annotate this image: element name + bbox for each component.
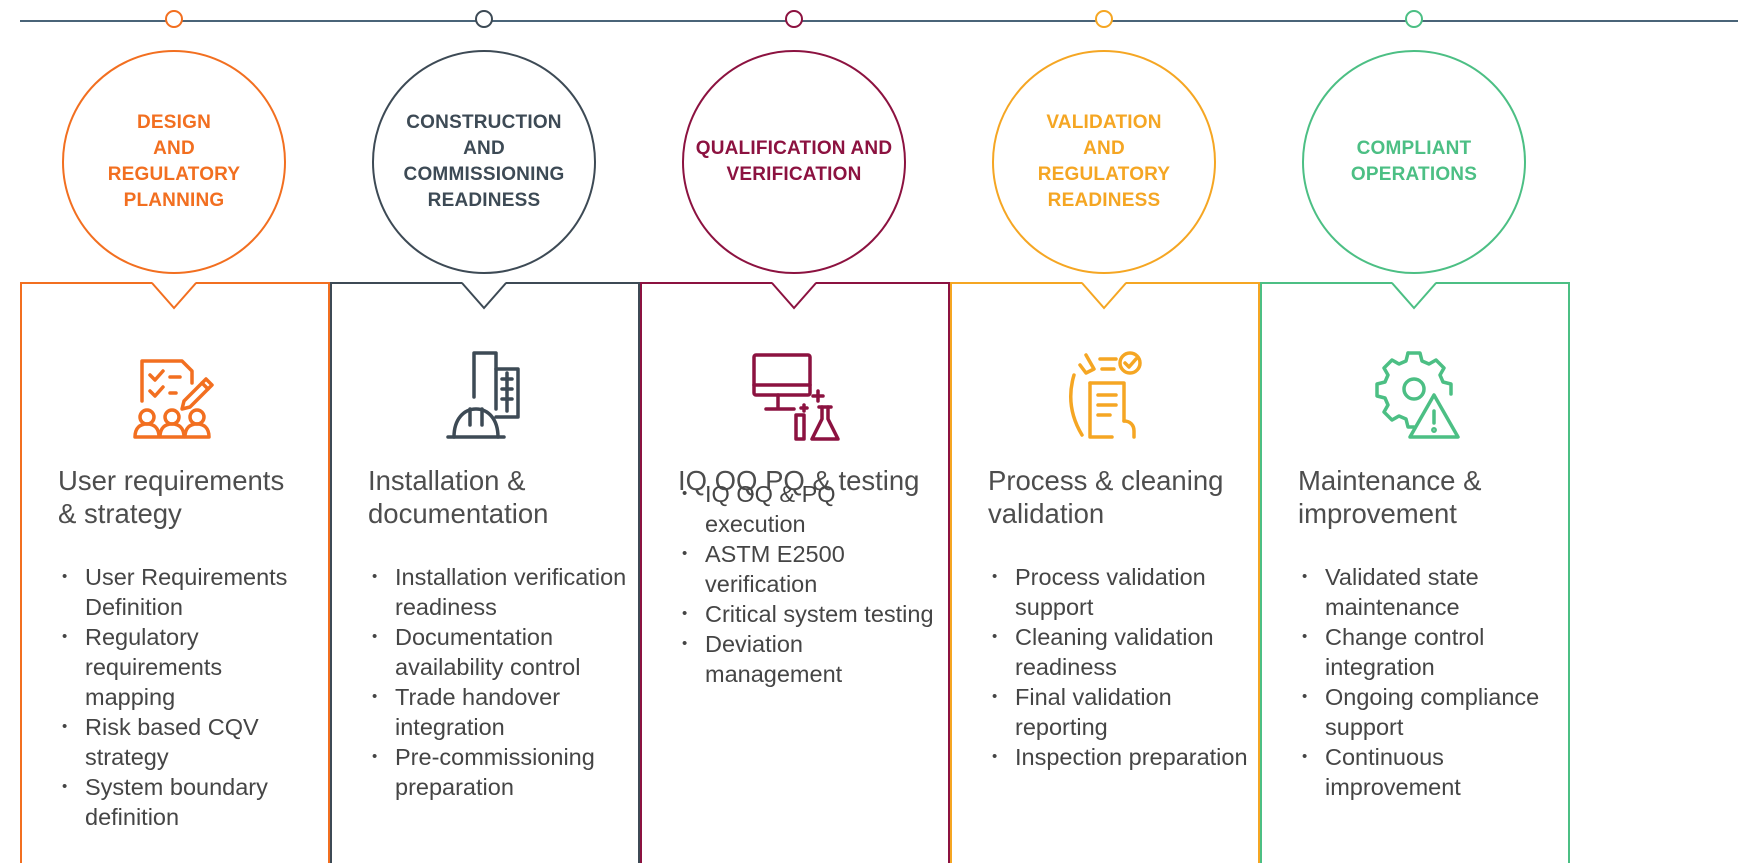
phase-card: User requirements & strategyUser Require… xyxy=(20,282,330,863)
card-heading: Process & cleaning validation xyxy=(988,465,1224,529)
bullet-item: Risk based CQV strategy xyxy=(58,712,318,772)
bullet-item: Continuous improvement xyxy=(1298,742,1558,802)
phase-circle: Qualification andVerification xyxy=(682,50,906,274)
construction-building-icon xyxy=(332,339,638,449)
timeline-node xyxy=(785,10,803,28)
timeline-line xyxy=(20,20,1738,22)
card-bullet-list: Process validation supportCleaning valid… xyxy=(988,562,1248,772)
card-bullet-list: IQ OQ & PQ executionASTM E2500 verificat… xyxy=(678,479,938,689)
bullet-item: Critical system testing xyxy=(678,599,938,629)
phase-title: Construction andCommissioningReadiness xyxy=(404,110,565,214)
phase-circle: CompliantOperations xyxy=(1302,50,1526,274)
bullet-item: System boundary definition xyxy=(58,772,318,832)
bullet-item: Inspection preparation xyxy=(988,742,1248,772)
phase-title-line: Regulatory xyxy=(1037,164,1171,185)
bullet-item: IQ OQ & PQ execution xyxy=(678,479,938,539)
phase-title-line: and xyxy=(463,138,505,159)
phase-title-line: Regulatory xyxy=(107,164,241,185)
phase-card: Process & cleaning validationProcess val… xyxy=(950,282,1260,863)
bullet-item: User Requirements Definition xyxy=(58,562,318,622)
phase-circle: Construction andCommissioningReadiness xyxy=(372,50,596,274)
document-check-hand-icon xyxy=(952,339,1258,449)
checklist-team-icon xyxy=(22,339,328,449)
phase-title: Design andRegulatoryPlanning xyxy=(108,110,241,214)
card-bullet-list: User Requirements DefinitionRegulatory r… xyxy=(58,562,318,832)
bullet-item: Cleaning validation readiness xyxy=(988,622,1248,682)
phase-title-line: Operations xyxy=(1350,164,1478,185)
bullet-item: Change control integration xyxy=(1298,622,1558,682)
phase-title-line: Verification xyxy=(726,164,862,185)
bullet-item: Ongoing compliance support xyxy=(1298,682,1558,742)
timeline-node xyxy=(475,10,493,28)
card-pointer xyxy=(461,282,507,310)
bullet-item: ASTM E2500 verification xyxy=(678,539,938,599)
timeline-node xyxy=(1405,10,1423,28)
card-pointer xyxy=(151,282,197,310)
bullet-item: Documentation availability control xyxy=(368,622,628,682)
bullet-item: Pre-commissioning preparation xyxy=(368,742,628,802)
phase-card: IQ OQ PQ & testingIQ OQ & PQ executionAS… xyxy=(640,282,950,863)
card-pointer xyxy=(771,282,817,310)
card-bullet-list: Validated state maintenanceChange contro… xyxy=(1298,562,1558,802)
bullet-item: Final validation reporting xyxy=(988,682,1248,742)
phase-title-line: and xyxy=(153,138,195,159)
bullet-item: Installation verification readiness xyxy=(368,562,628,622)
bullet-item: Regulatory requirements mapping xyxy=(58,622,318,712)
phase-title-line: Construction xyxy=(406,112,562,133)
gear-warning-icon xyxy=(1262,339,1568,449)
phase-card: Maintenance & improvementValidated state… xyxy=(1260,282,1570,863)
bullet-item: Process validation support xyxy=(988,562,1248,622)
timeline-node xyxy=(1095,10,1113,28)
phase-card: Installation & documentationInstallation… xyxy=(330,282,640,863)
phase-circle: Validation andRegulatoryReadiness xyxy=(992,50,1216,274)
timeline-node xyxy=(165,10,183,28)
phase-title: CompliantOperations xyxy=(1351,136,1477,188)
card-heading: Installation & documentation xyxy=(368,465,549,529)
card-heading: Maintenance & improvement xyxy=(1298,465,1482,529)
phase-title-line: Compliant xyxy=(1356,138,1472,159)
phase-title-line: and xyxy=(1083,138,1125,159)
phase-title-line: Planning xyxy=(123,190,225,211)
card-pointer xyxy=(1391,282,1437,310)
phase-title: Qualification andVerification xyxy=(696,136,893,188)
computer-lab-flask-icon xyxy=(642,339,948,449)
card-pointer xyxy=(1081,282,1127,310)
phase-title-line: Readiness xyxy=(1047,190,1161,211)
bullet-item: Validated state maintenance xyxy=(1298,562,1558,622)
phase-title-line: Design xyxy=(136,112,212,133)
bullet-item: Trade handover integration xyxy=(368,682,628,742)
card-heading: User requirements & strategy xyxy=(58,465,285,529)
phase-title-line: Commissioning xyxy=(403,164,565,185)
phase-title-line: Readiness xyxy=(427,190,541,211)
phase-title-line: Qualification and xyxy=(695,138,893,159)
phase-title-line: Validation xyxy=(1046,112,1162,133)
phase-circle: Design andRegulatoryPlanning xyxy=(62,50,286,274)
card-bullet-list: Installation verification readinessDocum… xyxy=(368,562,628,802)
bullet-item: Deviation management xyxy=(678,629,938,689)
phase-title: Validation andRegulatoryReadiness xyxy=(1038,110,1171,214)
